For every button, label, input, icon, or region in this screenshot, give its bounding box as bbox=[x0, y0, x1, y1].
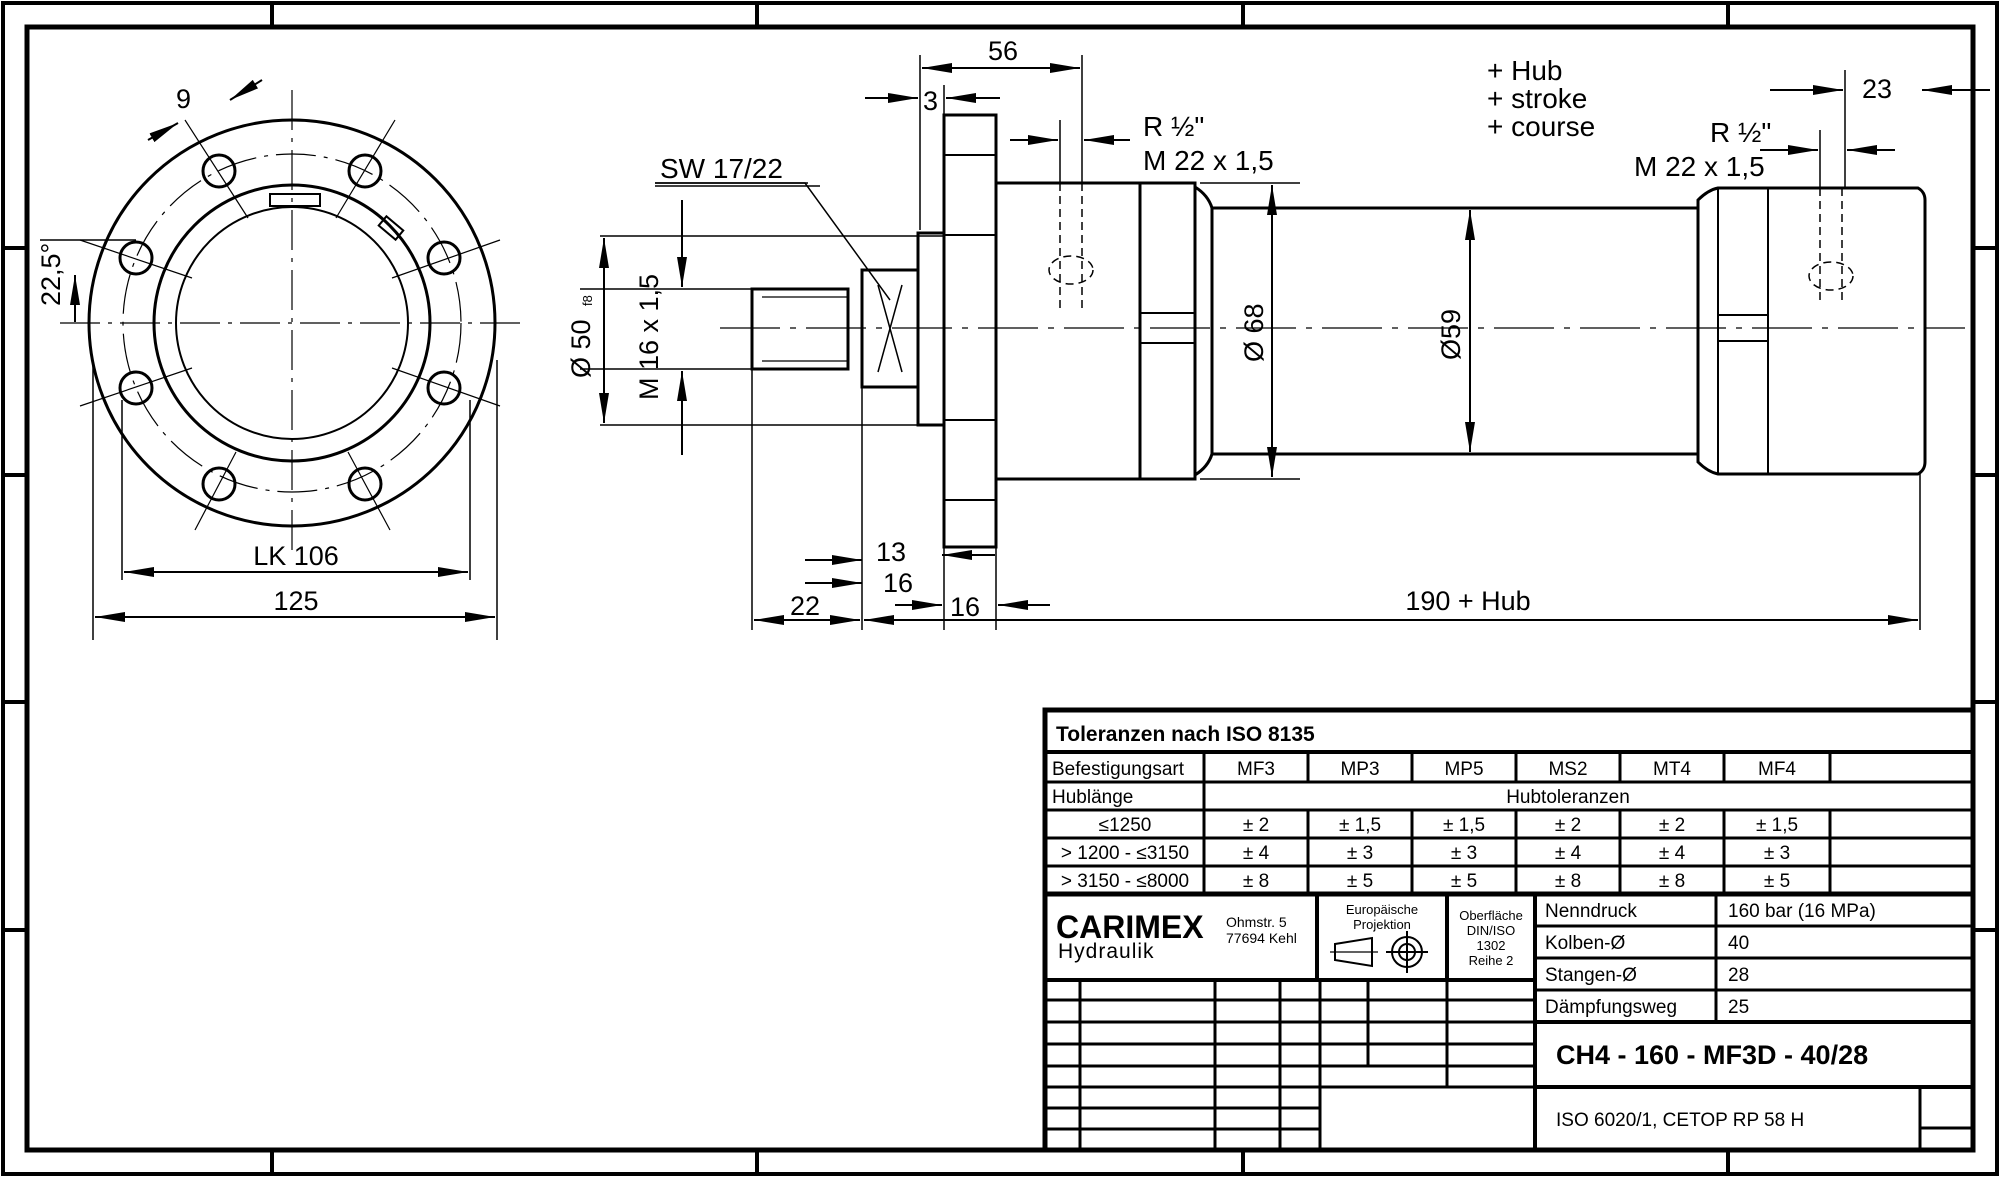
dim-13: 13 bbox=[876, 537, 906, 567]
port-left-thread: R ½" bbox=[1143, 111, 1204, 142]
dim-16b: 16 bbox=[950, 592, 980, 622]
row-value: ± 1,5 bbox=[1443, 815, 1485, 836]
mount-mf4: MF4 bbox=[1758, 759, 1796, 780]
spec-value: 28 bbox=[1728, 965, 1749, 986]
spec-value: 40 bbox=[1728, 933, 1749, 954]
company-name: CARIMEX bbox=[1056, 909, 1204, 945]
row-value: ± 2 bbox=[1243, 815, 1269, 836]
dim-bolt-circle: LK 106 bbox=[253, 541, 339, 571]
row-value: ± 4 bbox=[1243, 843, 1270, 864]
spec-value: 25 bbox=[1728, 997, 1749, 1018]
surface-label-3: 1302 bbox=[1477, 938, 1506, 953]
title-block bbox=[1045, 894, 1973, 1150]
dim-hole-size: 9 bbox=[176, 84, 191, 114]
part-number: CH4 - 160 - MF3D - 40/28 bbox=[1556, 1040, 1868, 1070]
spec-label: Stangen-Ø bbox=[1545, 965, 1637, 986]
row-range: > 1200 - ≤3150 bbox=[1061, 843, 1189, 864]
front-view bbox=[40, 79, 525, 640]
row-value: ± 1,5 bbox=[1756, 815, 1798, 836]
dia-50: Ø 50 bbox=[566, 319, 596, 378]
dim-16a: 16 bbox=[883, 568, 913, 598]
mount-mt4: MT4 bbox=[1653, 759, 1691, 780]
mount-ms2: MS2 bbox=[1548, 759, 1587, 780]
row-value: ± 2 bbox=[1555, 815, 1581, 836]
stroke-note-1: + Hub bbox=[1487, 55, 1563, 86]
wrench-size: SW 17/22 bbox=[660, 153, 783, 184]
dia-68: Ø 68 bbox=[1239, 303, 1269, 362]
port-right-thread: R ½" bbox=[1710, 117, 1771, 148]
port-left-metric: M 22 x 1,5 bbox=[1143, 145, 1274, 176]
cylinder-head bbox=[994, 181, 1142, 481]
stroke-label: Hublänge bbox=[1052, 787, 1133, 808]
port-right-metric: M 22 x 1,5 bbox=[1634, 151, 1765, 182]
mount-label: Befestigungsart bbox=[1052, 759, 1185, 780]
bolt-holes bbox=[118, 153, 462, 502]
tolerance-table bbox=[1042, 707, 1976, 1153]
mount-mp5: MP5 bbox=[1444, 759, 1483, 780]
row-value: ± 2 bbox=[1659, 815, 1685, 836]
rod-thread bbox=[750, 287, 850, 371]
row-value: ± 8 bbox=[1243, 871, 1269, 892]
dim-23: 23 bbox=[1862, 74, 1892, 104]
projection-label-2: Projektion bbox=[1353, 917, 1411, 932]
company-sub: Hydraulik bbox=[1058, 940, 1155, 963]
row-value: ± 8 bbox=[1659, 871, 1685, 892]
stroke-note-3: + course bbox=[1487, 111, 1595, 142]
dim-total-length: 190 + Hub bbox=[1405, 586, 1530, 616]
row-value: ± 5 bbox=[1451, 871, 1477, 892]
row-value: ± 5 bbox=[1764, 871, 1790, 892]
surface-label-4: Reihe 2 bbox=[1469, 953, 1514, 968]
tolerance-rows: ≤1250 ± 2 ± 1,5 ± 1,5 ± 2 ± 2 ± 1,5 > 12… bbox=[1061, 815, 1798, 892]
dim-22: 22 bbox=[790, 591, 820, 621]
standard-reference: ISO 6020/1, CETOP RP 58 H bbox=[1556, 1110, 1804, 1131]
dia-50-fit: f8 bbox=[580, 295, 595, 306]
mount-mp3: MP3 bbox=[1340, 759, 1379, 780]
row-value: ± 3 bbox=[1764, 843, 1790, 864]
rod-thread-size: M 16 x 1,5 bbox=[634, 274, 664, 400]
row-value: ± 3 bbox=[1347, 843, 1373, 864]
mount-headers: MF3 MP3 MP5 MS2 MT4 MF4 bbox=[1237, 759, 1796, 780]
row-value: ± 4 bbox=[1659, 843, 1686, 864]
spec-value: 160 bar (16 MPa) bbox=[1728, 901, 1876, 922]
row-value: ± 8 bbox=[1555, 871, 1581, 892]
side-view bbox=[580, 55, 1990, 630]
mount-mf3: MF3 bbox=[1237, 759, 1275, 780]
dim-flange-diameter: 125 bbox=[273, 586, 318, 616]
stroke-tolerance-label: Hubtoleranzen bbox=[1506, 787, 1630, 808]
address-line-1: Ohmstr. 5 bbox=[1226, 914, 1287, 930]
row-value: ± 1,5 bbox=[1339, 815, 1381, 836]
tolerance-title: Toleranzen nach ISO 8135 bbox=[1056, 723, 1315, 746]
spec-label: Kolben-Ø bbox=[1545, 933, 1625, 954]
projection-label-1: Europäische bbox=[1346, 902, 1418, 917]
dim-angle: 22,5° bbox=[36, 243, 66, 306]
row-range: > 3150 - ≤8000 bbox=[1061, 871, 1189, 892]
dim-3: 3 bbox=[923, 86, 938, 116]
spec-label: Dämpfungsweg bbox=[1545, 997, 1677, 1018]
row-value: ± 4 bbox=[1555, 843, 1582, 864]
spec-label: Nenndruck bbox=[1545, 901, 1637, 922]
surface-label-2: DIN/ISO bbox=[1467, 923, 1515, 938]
dim-56: 56 bbox=[988, 36, 1018, 66]
address-line-2: 77694 Kehl bbox=[1226, 930, 1297, 946]
row-value: ± 3 bbox=[1451, 843, 1477, 864]
surface-label-1: Oberfläche bbox=[1459, 908, 1523, 923]
mounting-flange bbox=[942, 113, 998, 549]
row-range: ≤1250 bbox=[1099, 815, 1152, 836]
dia-59: Ø59 bbox=[1436, 309, 1466, 360]
stroke-note-2: + stroke bbox=[1487, 83, 1587, 114]
row-value: ± 5 bbox=[1347, 871, 1373, 892]
